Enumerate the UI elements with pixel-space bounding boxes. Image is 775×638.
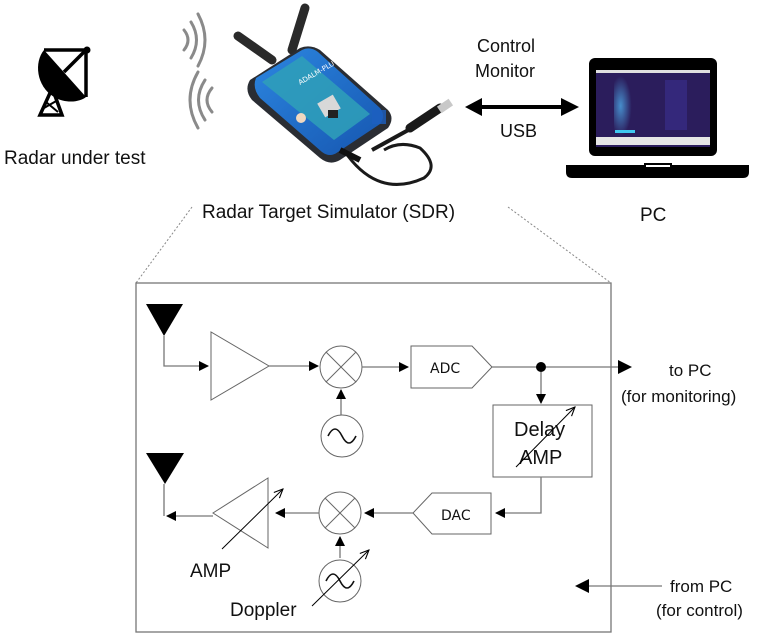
doppler-label: Doppler [230, 600, 297, 621]
usb-label: USB [500, 121, 537, 141]
control-label: Control [477, 36, 535, 56]
rx-wire-antenna-lna [163, 336, 209, 371]
double-arrow-icon [465, 98, 579, 116]
to-pc-label: to PC [669, 361, 712, 380]
lna-amplifier-icon [210, 331, 270, 401]
delay-amp-block [492, 404, 593, 478]
sdr-device-image: ADALM-PLUTO [233, 3, 392, 163]
zoom-guide-left [135, 206, 193, 284]
radar-under-test-label: Radar under test [4, 148, 146, 169]
zoom-guide-right [507, 206, 612, 284]
sdr-block-frame [135, 282, 612, 633]
sdr-label: Radar Target Simulator (SDR) [202, 202, 455, 223]
dac-label: DAC [441, 508, 471, 524]
tx-antenna-icon [146, 453, 184, 484]
radar-dish-icon [37, 46, 91, 117]
doppler-oscillator-icon [318, 559, 362, 603]
delay-variable-arrow-icon [515, 407, 575, 468]
laptop-icon [566, 58, 749, 178]
amp-variable-arrow-icon [221, 489, 283, 550]
rx-antenna-icon [146, 304, 183, 336]
tx-mixer-icon [318, 491, 362, 535]
tx-amplifier-icon [212, 477, 269, 549]
radio-waves-icon [182, 12, 214, 130]
adc-label: ADC [430, 361, 460, 377]
rx-mixer-icon [319, 345, 363, 389]
junction-dot-icon [536, 362, 546, 372]
amp-label: AMP [190, 561, 231, 582]
pc-label: PC [640, 205, 666, 226]
doppler-variable-arrow-icon [311, 550, 369, 607]
for-monitoring-label: (for monitoring) [621, 387, 736, 406]
wire-delay-dac [495, 477, 542, 518]
from-pc-label: from PC [670, 577, 732, 596]
rx-oscillator-icon [320, 414, 364, 458]
monitor-label: Monitor [475, 61, 535, 81]
dac-block [412, 492, 492, 535]
for-control-label: (for control) [656, 601, 743, 620]
usb-cable-icon [338, 98, 454, 186]
adc-block [410, 345, 493, 389]
delay-label: Delay [514, 419, 565, 441]
